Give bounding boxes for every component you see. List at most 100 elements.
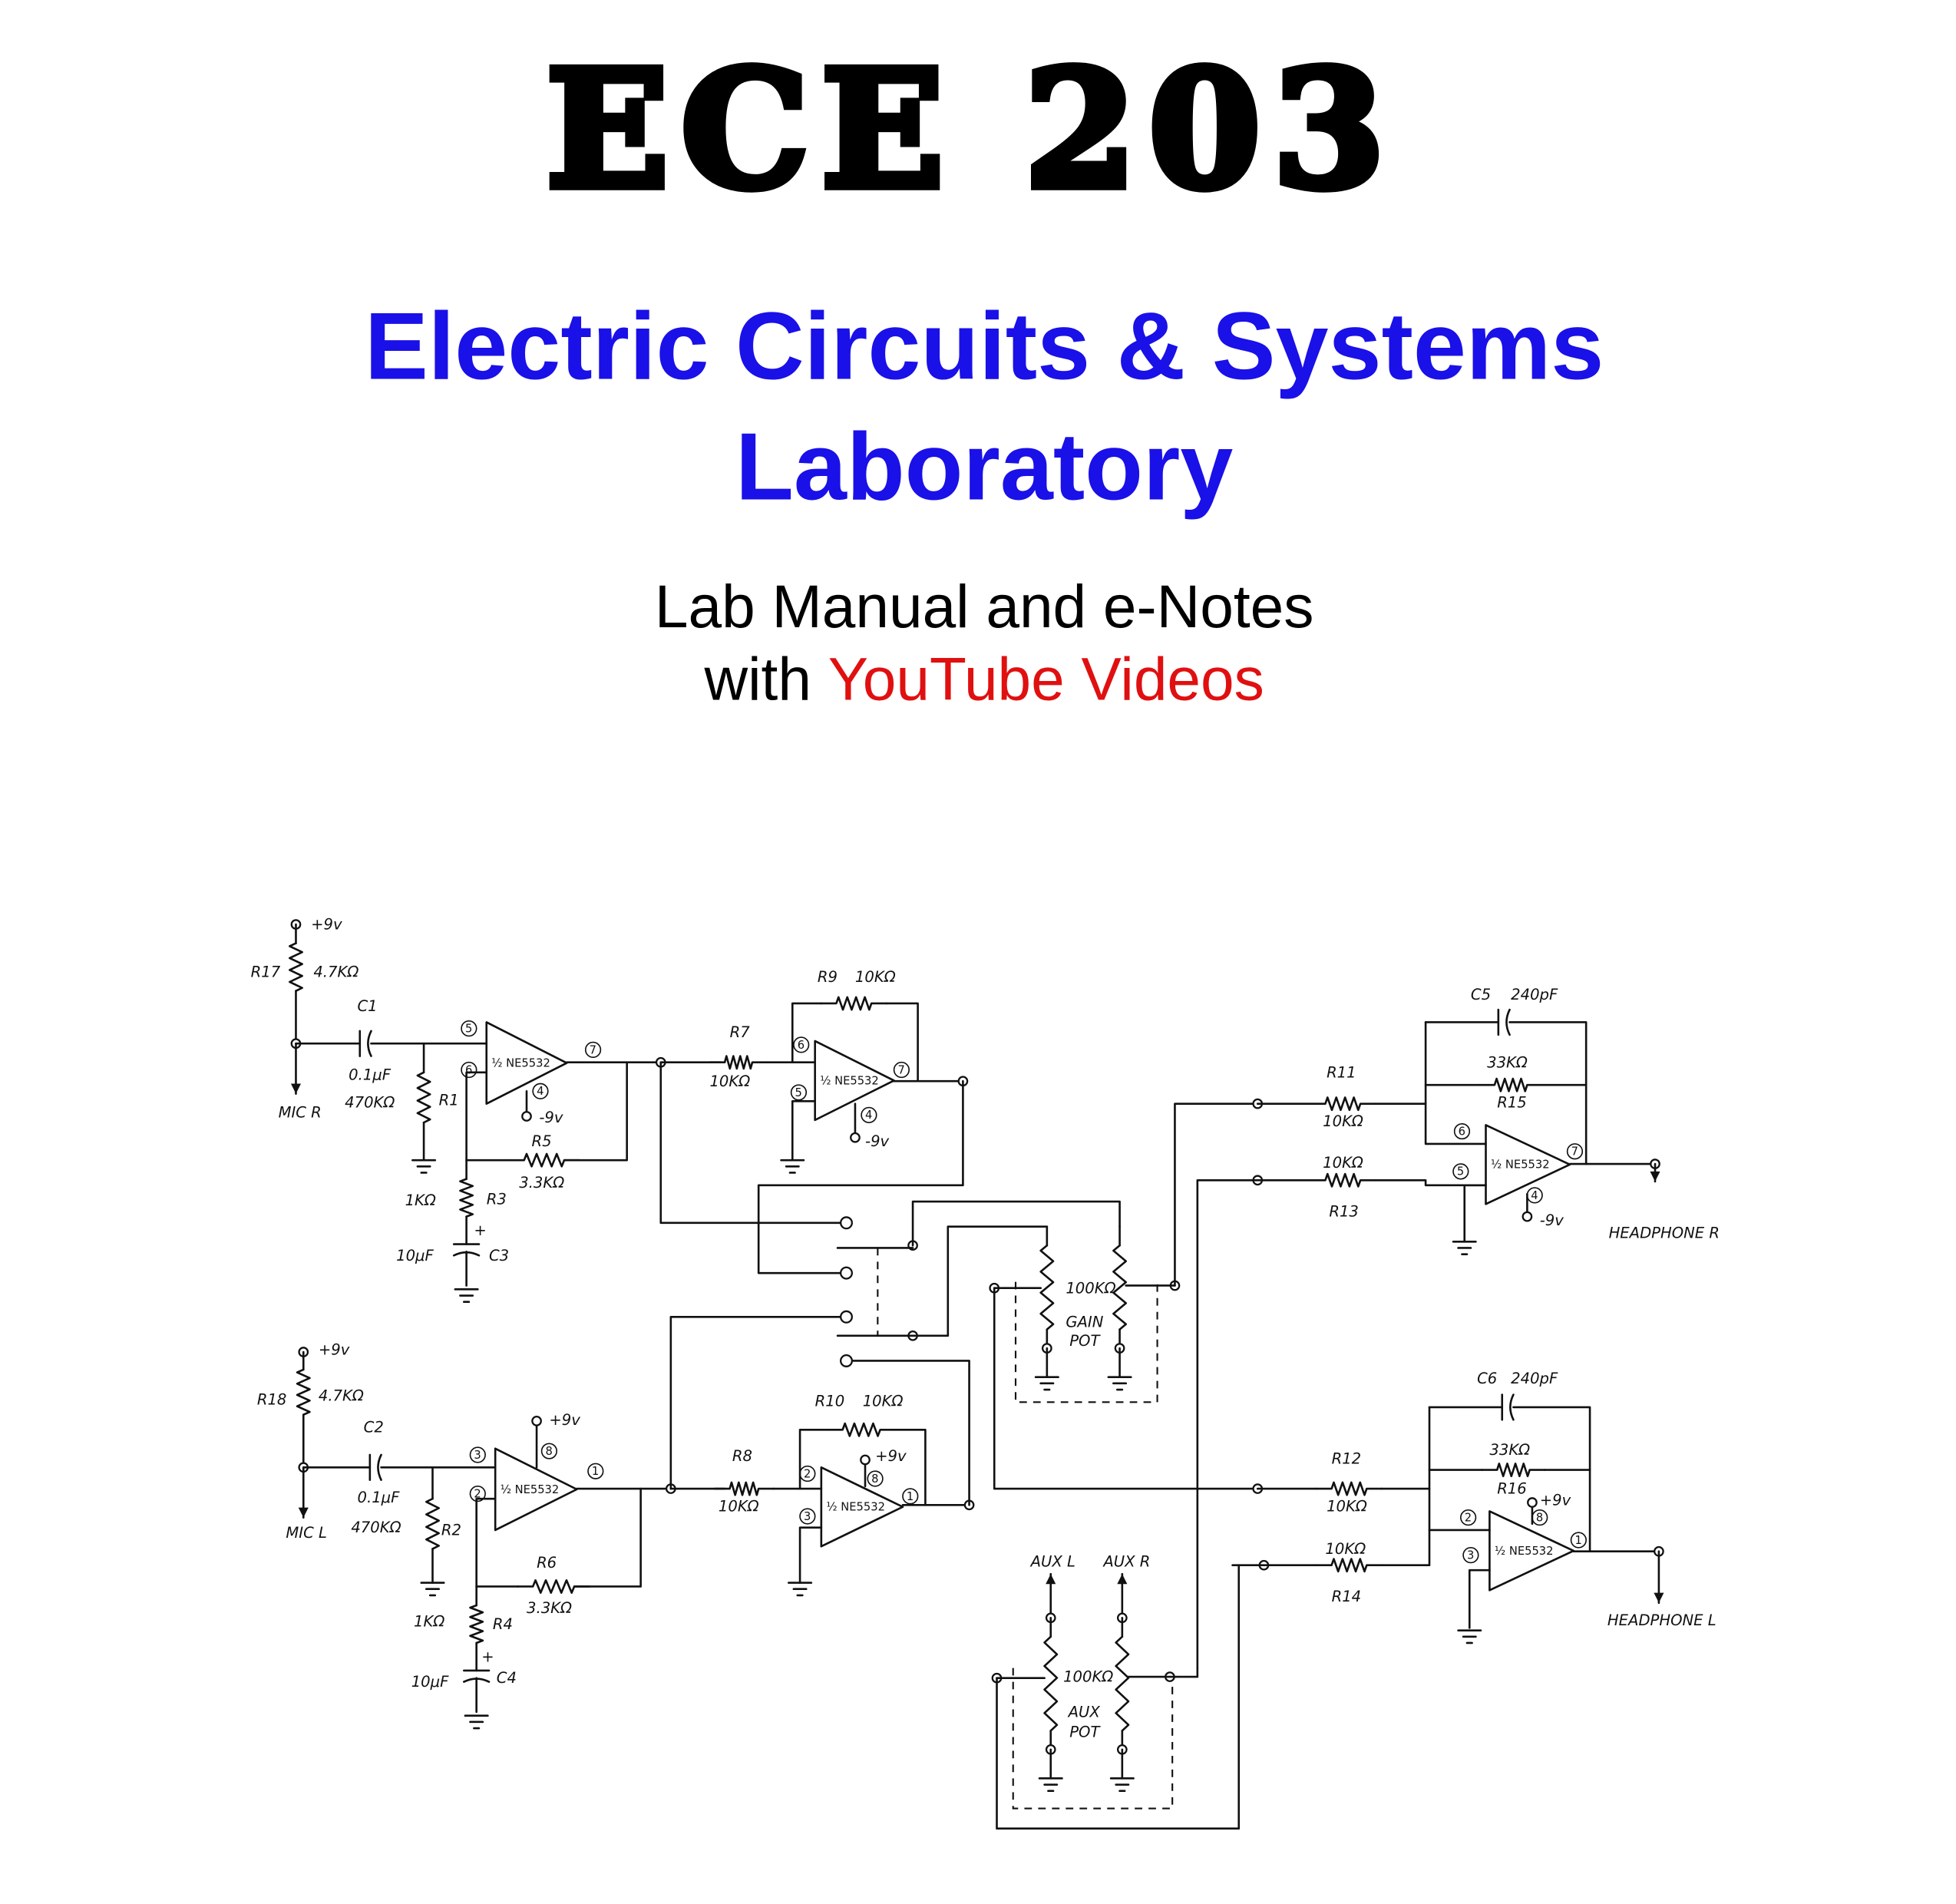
schematic-label-v9c: +9v: [549, 1411, 580, 1429]
schematic-label-c3: C3: [489, 1247, 509, 1264]
wire: [573, 1487, 642, 1588]
resistor: [1115, 1635, 1130, 1732]
schematic-label-r11v: 10KΩ: [1323, 1112, 1363, 1130]
resistor: [469, 1604, 484, 1645]
op-amp: [814, 1040, 895, 1122]
schematic-label-n9b: -9v: [865, 1132, 890, 1150]
capacitor: [1509, 1393, 1515, 1421]
schematic-label-r17v: 4.7KΩ: [313, 964, 358, 981]
terminal-node: [521, 1111, 532, 1122]
schematic-label-r14v: 10KΩ: [1325, 1540, 1366, 1558]
arrow-icon: [1654, 1592, 1664, 1603]
op-amp: [1485, 1124, 1571, 1205]
wire: [1512, 1406, 1591, 1553]
wire: [669, 1315, 841, 1490]
resistor: [820, 996, 888, 1011]
pin-circle: [584, 1041, 602, 1059]
pin-circle: [867, 1470, 884, 1487]
pin-circle: [540, 1443, 558, 1459]
wire: [1380, 1529, 1491, 1567]
wire: [1174, 1102, 1259, 1287]
resistor: [1481, 1463, 1546, 1478]
schematic-label-hp_r: HEADPHONE R: [1609, 1224, 1720, 1241]
schematic-label-r8v: 10KΩ: [719, 1497, 759, 1515]
schematic-label-p2f: 2: [1465, 1512, 1472, 1525]
schematic-label-r9v: 10KΩ: [855, 968, 896, 986]
schematic-label-c4p: +: [481, 1648, 494, 1665]
schematic-label-p4a: 4: [537, 1085, 544, 1098]
schematic-label-r9: R9: [818, 968, 838, 986]
resistor: [1039, 1244, 1055, 1330]
op-amp-label: ½ NE5532: [820, 1074, 879, 1087]
title-line-1: Electric Circuits & Systems: [365, 294, 1604, 400]
terminal-node: [850, 1132, 861, 1143]
schematic-label-r6v: 3.3KΩ: [527, 1599, 572, 1617]
pin-circle: [469, 1485, 486, 1502]
resistor: [709, 1055, 768, 1070]
schematic-label-r18v: 4.7KΩ: [319, 1387, 364, 1405]
schematic-label-p6a: 6: [465, 1063, 472, 1076]
wire: [1424, 1021, 1487, 1145]
pin-circle: [587, 1463, 604, 1479]
schematic-label-p3d: 3: [804, 1510, 811, 1523]
course-logo: ECE 203: [547, 36, 1398, 224]
pin-circle: [469, 1446, 486, 1463]
terminal-node: [840, 1354, 853, 1367]
resistor: [1043, 1635, 1059, 1732]
schematic-label-n9a: -9v: [539, 1109, 563, 1126]
terminal-node: [840, 1310, 853, 1324]
schematic-label-c2v: 0.1μF: [358, 1489, 401, 1506]
resistor: [459, 1178, 474, 1218]
resistor: [713, 1481, 775, 1496]
schematic-label-p8f: 8: [1536, 1512, 1543, 1525]
schematic-label-c5: C5: [1471, 986, 1491, 1003]
wire: [1468, 1568, 1491, 1629]
schematic-label-r7: R7: [730, 1023, 751, 1041]
wire: [1196, 1178, 1312, 1669]
schematic-label-p1c: 1: [592, 1465, 599, 1478]
schematic-label-c2: C2: [364, 1419, 384, 1436]
subtitle-line-2: with YouTube Videos: [704, 646, 1264, 713]
pin-circle: [1460, 1509, 1477, 1526]
wire: [791, 1002, 823, 1064]
pin-circle: [461, 1061, 477, 1079]
schematic-label-r4v: 1KΩ: [414, 1613, 444, 1631]
schematic-label-r6: R6: [537, 1554, 557, 1572]
schematic-label-p5e: 5: [1457, 1165, 1464, 1178]
pin-circle: [799, 1465, 816, 1483]
wire: [475, 1497, 497, 1588]
schematic-label-c6: C6: [1477, 1370, 1497, 1387]
schematic-label-p3c: 3: [474, 1449, 481, 1462]
pin-circle: [893, 1061, 910, 1079]
schematic-label-p6e: 6: [1459, 1125, 1465, 1138]
schematic-label-v9d: +9v: [875, 1447, 907, 1465]
schematic-label-r2: R2: [441, 1522, 461, 1539]
resistor: [1315, 1481, 1383, 1496]
schematic-label-v9f: +9v: [1540, 1491, 1571, 1509]
terminal-node: [860, 1454, 871, 1466]
schematic-label-auxv: 100KΩ: [1063, 1668, 1113, 1686]
schematic-label-p1d: 1: [907, 1490, 914, 1503]
wire: [851, 1360, 970, 1506]
op-amp-label: ½ NE5532: [491, 1056, 550, 1069]
schematic-label-aux_l: AUX L: [1029, 1552, 1075, 1570]
schematic-label-r8: R8: [732, 1447, 752, 1465]
wire: [996, 1564, 1241, 1830]
pin-circle: [799, 1508, 816, 1525]
capacitor: [377, 1453, 382, 1481]
schematic-label-r12v: 10KΩ: [1327, 1497, 1367, 1515]
arrow-icon: [1650, 1171, 1660, 1182]
schematic-label-c5v: 240pF: [1511, 986, 1558, 1003]
pin-circle: [1526, 1187, 1543, 1204]
wire: [1127, 1667, 1199, 1678]
wire: [993, 1287, 1259, 1490]
schematic-label-mic_l: MIC L: [286, 1524, 327, 1542]
wire: [798, 1526, 823, 1584]
schematic-label-aux_r: AUX R: [1102, 1552, 1150, 1570]
schematic-label-c4: C4: [497, 1669, 517, 1687]
schematic-label-r5v: 3.3KΩ: [519, 1174, 564, 1192]
schematic-label-p7e: 7: [1571, 1145, 1578, 1159]
pin-circle: [1531, 1509, 1548, 1526]
wire: [1508, 1021, 1588, 1165]
